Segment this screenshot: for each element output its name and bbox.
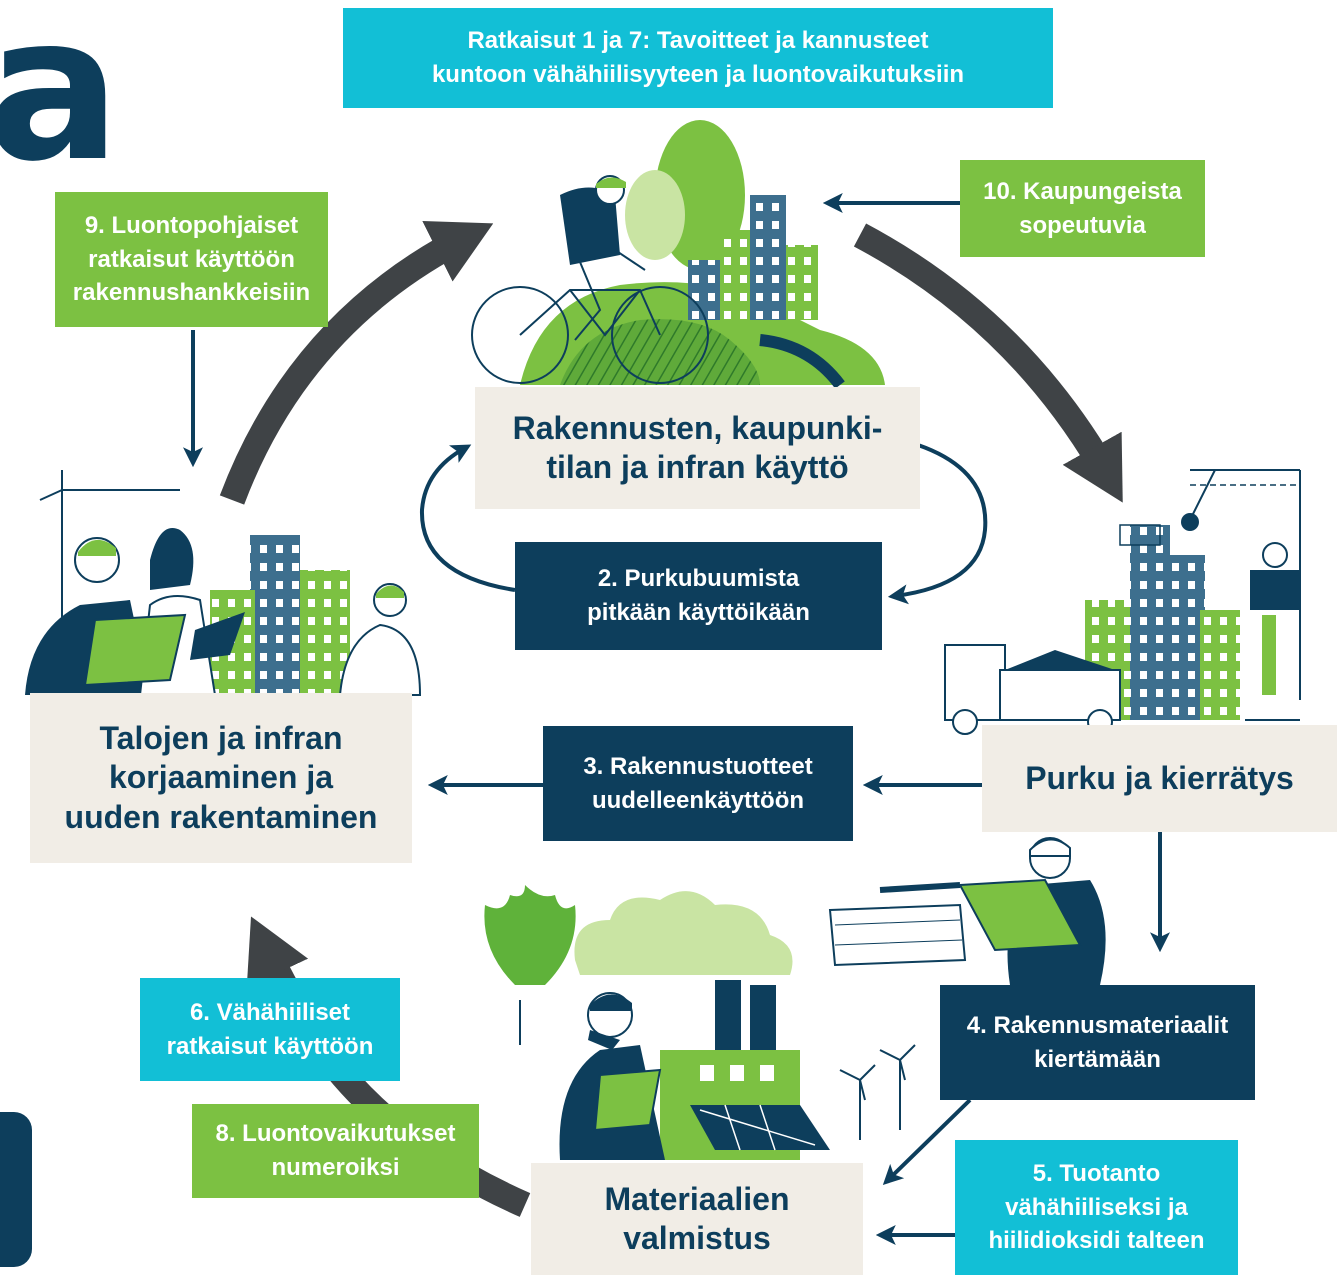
demolition-illustration — [944, 469, 1301, 735]
cycle-arrow-use-to-demolition — [853, 223, 1123, 503]
stage-construction-box: Talojen ja infran korjaaminen ja uuden r… — [30, 693, 412, 863]
solution-5-box: 5. Tuotanto vähähiiliseksi ja hiilidioks… — [955, 1140, 1238, 1275]
solution-4-box: 4. Rakennusmateriaalit kiertämään — [940, 985, 1255, 1100]
stage-demolition-box: Purku ja kierrätys — [982, 725, 1337, 832]
arrow-s4-to-manufacturing — [882, 1098, 972, 1186]
solution-6-box: 6. Vähähiiliset ratkaisut käyttöön — [140, 978, 400, 1081]
connector-arrows — [183, 193, 1170, 1245]
goals-banner: Ratkaisut 1 ja 7: Tavoitteet ja kannuste… — [343, 8, 1053, 108]
arrow-loop-right — [887, 443, 988, 605]
factory-illustration — [484, 885, 916, 1160]
solution-10-box: 10. Kaupungeista sopeutuvia — [960, 160, 1205, 257]
city-cyclist-illustration — [471, 120, 885, 389]
recycling-worker-illustration — [828, 837, 1106, 985]
solution-3-box: 3. Rakennustuotteet uudelleenkäyttöön — [543, 726, 853, 841]
solution-9-box: 9. Luontopohjaiset ratkaisut käyttöön ra… — [55, 192, 328, 327]
cycle-arrow-construction-to-use — [219, 221, 494, 505]
construction-illustration — [25, 470, 422, 700]
solution-2-box: 2. Purkubuumista pitkään käyttöikään — [515, 542, 882, 650]
brand-logo-letter: a — [0, 0, 121, 206]
solution-8-box: 8. Luontovaikutukset numeroiksi — [192, 1104, 479, 1198]
corner-navy-tab — [0, 1112, 32, 1267]
arrow-loop-left — [419, 444, 516, 592]
stage-manufacturing-box: Materiaalien valmistus — [531, 1163, 863, 1275]
stage-use-box: Rakennusten, kaupunki- tilan ja infran k… — [475, 387, 920, 509]
